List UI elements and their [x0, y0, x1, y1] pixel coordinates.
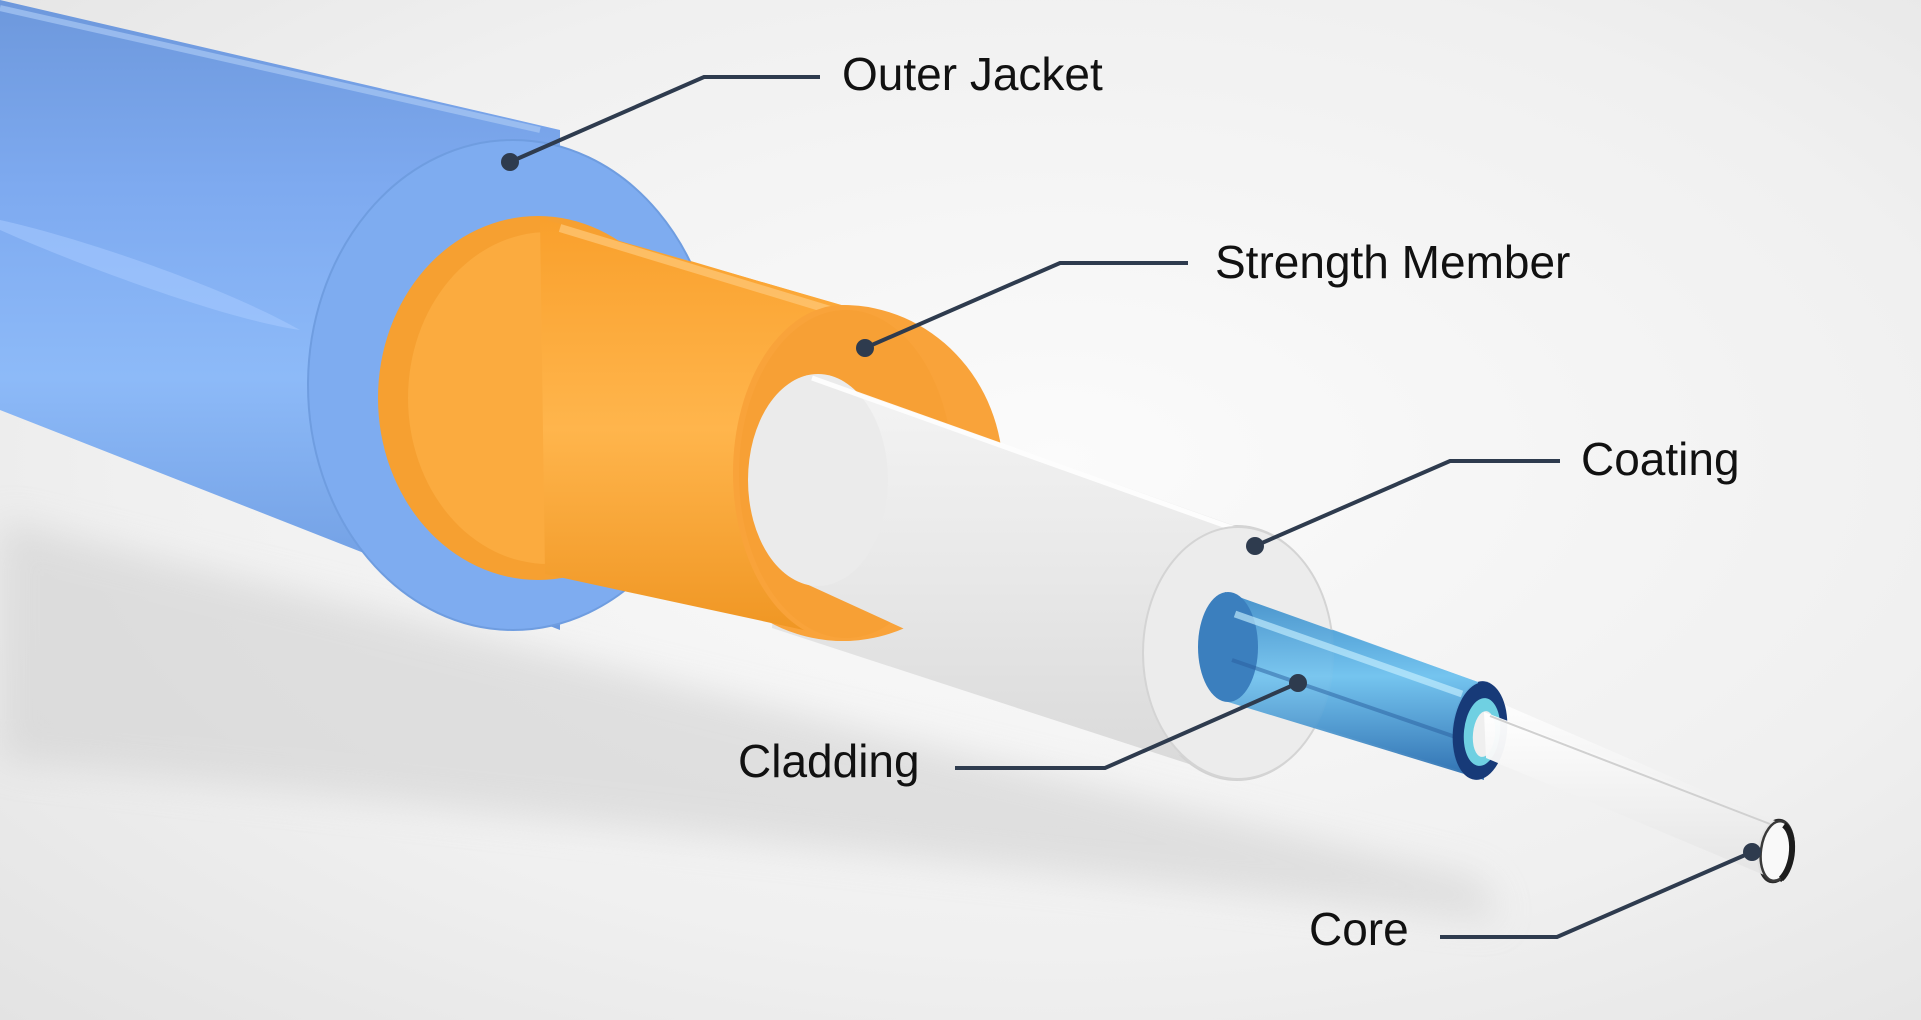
core-protrusion	[1484, 712, 1796, 883]
leader-line	[1440, 850, 1753, 939]
label-core: Core	[1309, 903, 1409, 955]
anchor-dot	[1289, 674, 1307, 692]
leader-line	[955, 681, 1299, 770]
callout-outer-jacket: Outer Jacket	[501, 48, 1103, 171]
callout-strength-member: Strength Member	[856, 236, 1570, 357]
leader-line	[509, 75, 820, 164]
label-cladding: Cladding	[738, 735, 920, 787]
callout-coating: Coating	[1246, 433, 1740, 555]
leader-line	[1254, 459, 1560, 548]
coating-protrusion	[748, 374, 1334, 780]
label-strength-member: Strength Member	[1215, 236, 1570, 288]
anchor-dot	[1246, 537, 1264, 555]
anchor-dot	[1743, 843, 1761, 861]
anchor-dot	[501, 153, 519, 171]
label-coating: Coating	[1581, 433, 1740, 485]
label-outer-jacket: Outer Jacket	[842, 48, 1103, 100]
leader-line	[864, 261, 1188, 350]
anchor-dot	[856, 339, 874, 357]
cable-shadow	[0, 520, 1500, 920]
callout-cladding: Cladding	[738, 674, 1307, 787]
callout-core: Core	[1309, 843, 1761, 955]
